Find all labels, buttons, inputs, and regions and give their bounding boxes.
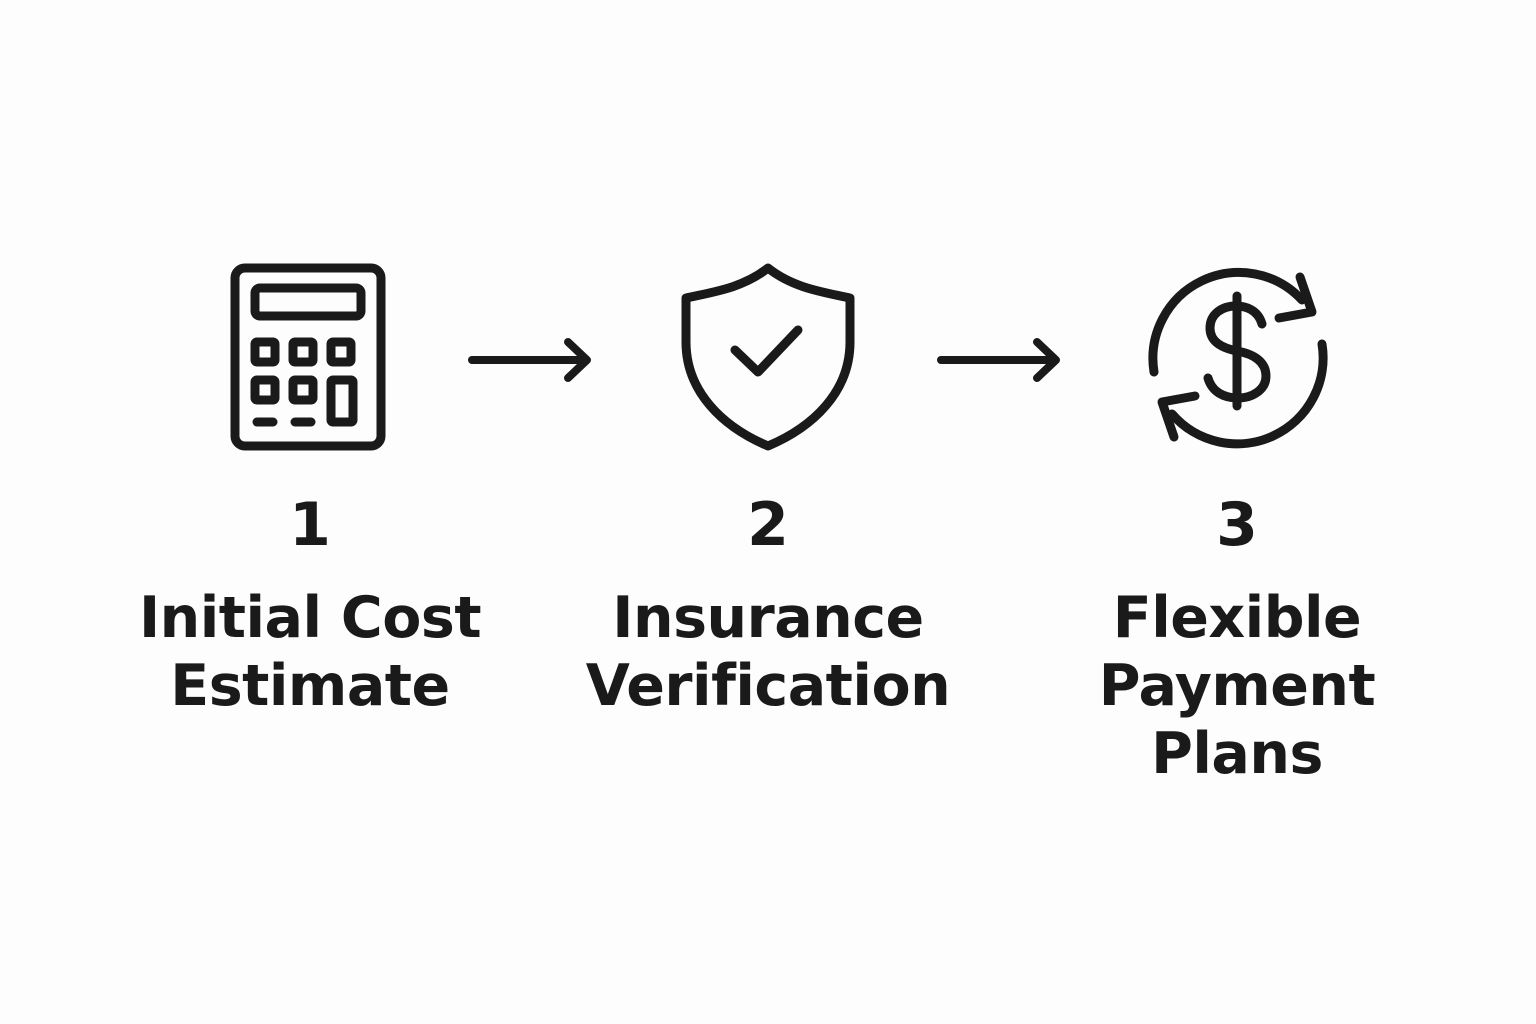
step-label-line: Payment (1098, 653, 1376, 719)
step-label-line: Flexible (1112, 585, 1362, 651)
arrow-right-icon (935, 335, 1065, 385)
shield-check-icon (673, 262, 863, 452)
step-label-line: Plans (1151, 721, 1323, 787)
step-label-line: Insurance (612, 585, 924, 651)
step-number: 1 (289, 490, 331, 560)
calculator-icon (215, 262, 405, 452)
step-label-line: Initial Cost (138, 585, 482, 651)
step-number: 2 (747, 490, 789, 560)
step-label-line: Estimate (170, 653, 450, 719)
step-label: Insurance Verification (548, 584, 988, 720)
dollar-cycle-icon (1142, 262, 1332, 452)
step-label: Flexible Payment Plans (1017, 584, 1457, 788)
arrow-right-icon (466, 335, 596, 385)
step-label-line: Verification (585, 653, 951, 719)
step-number: 3 (1216, 490, 1258, 560)
step-label: Initial Cost Estimate (90, 584, 530, 720)
